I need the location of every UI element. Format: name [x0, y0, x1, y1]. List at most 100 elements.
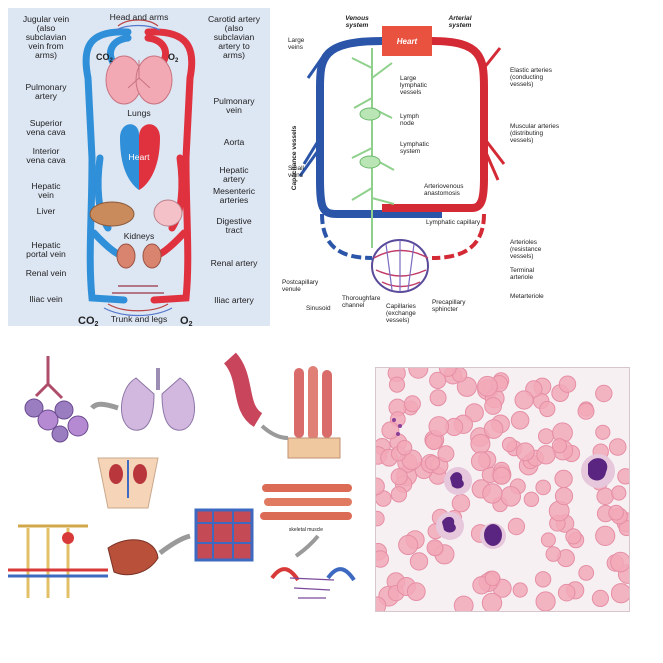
circulation-panel: Head and arms Lungs Heart Kidneys Trunk …: [8, 8, 270, 326]
red-blood-cell: [596, 487, 614, 506]
aorta-label: Aorta: [224, 137, 245, 147]
capillary-bed: [371, 239, 429, 293]
red-blood-cell: [611, 485, 627, 501]
red-blood-cell: [482, 483, 503, 504]
lymphatic-tree: [351, 48, 395, 248]
red-blood-cell: [610, 551, 629, 573]
liver-illustration: [107, 539, 159, 576]
red-blood-cell: [515, 442, 535, 462]
villi-illustration: [223, 352, 341, 459]
heart: [120, 124, 160, 190]
red-blood-cell: [429, 371, 447, 389]
iliac-artery-label: Iliac artery: [214, 295, 254, 305]
red-blood-cell: [558, 375, 577, 393]
liver-arrow: [158, 533, 191, 555]
lungs-arrow: [90, 401, 119, 411]
red-blood-cell: [577, 402, 595, 420]
liver: [89, 201, 135, 227]
villi-arrow: [260, 424, 289, 440]
digestive-organ: [153, 199, 183, 227]
red-blood-cell: [617, 468, 629, 485]
red-blood-cell: [514, 390, 534, 410]
circulation-diagram: Head and arms Lungs Heart Kidneys Trunk …: [23, 12, 261, 326]
heart-label: Heart: [128, 152, 150, 162]
red-blood-cell: [540, 532, 556, 548]
co2-bottom-label: CO2: [78, 315, 99, 326]
red-blood-cell: [554, 469, 573, 489]
sinusoid-label: Sinusoid: [306, 305, 331, 312]
red-blood-cell: [595, 525, 616, 546]
red-blood-cell: [456, 376, 478, 397]
red-blood-cell: [608, 438, 627, 456]
red-blood-cell: [535, 479, 551, 496]
red-blood-cell: [484, 397, 502, 415]
red-blood-cell: [610, 583, 629, 604]
red-blood-cell: [484, 570, 501, 587]
head-arms-label: Head and arms: [110, 12, 169, 22]
red-blood-cell: [534, 571, 552, 588]
iliac-vein-label: Iliac vein: [29, 294, 63, 304]
liver-lobule: [194, 508, 254, 562]
red-blood-cell: [595, 384, 613, 403]
right-kidney: [142, 243, 162, 269]
lymph-node: [359, 107, 381, 121]
red-blood-cell: [535, 591, 556, 611]
red-blood-cell: [591, 589, 609, 607]
red-blood-cell: [551, 438, 567, 454]
red-blood-cell: [500, 486, 521, 507]
red-blood-cell: [396, 439, 413, 456]
red-blood-cell: [512, 582, 528, 598]
red-blood-cell: [565, 528, 582, 545]
red-blood-cell: [408, 368, 429, 379]
red-blood-cell: [376, 477, 385, 496]
muscle-arrow: [294, 534, 320, 558]
red-blood-cell: [390, 468, 408, 486]
capacitance-label: Capacitance vessels: [291, 125, 298, 190]
left-kidney: [116, 243, 136, 269]
red-blood-cell: [539, 400, 556, 418]
o2-top-label: O2: [168, 52, 179, 64]
platelets: [392, 418, 402, 436]
lymph-cap-label: Lymphatic capillary: [426, 219, 481, 226]
o2-bottom-label: O2: [180, 315, 193, 326]
red-blood-cell: [538, 428, 554, 445]
artery-trunk: [382, 37, 488, 212]
red-blood-cell: [507, 517, 526, 536]
red-blood-cell: [429, 389, 447, 407]
renal-vein-label: Renal vein: [26, 268, 67, 278]
co2-top-label: CO2: [96, 52, 114, 64]
vein-trunk: [316, 37, 442, 218]
red-blood-cell: [477, 375, 498, 397]
red-blood-cell: [376, 510, 385, 527]
blood-smear-micrograph: [376, 368, 629, 611]
red-blood-cell: [501, 436, 518, 453]
heart-box: [382, 26, 432, 56]
red-blood-cell: [470, 433, 491, 454]
organs-panel: skeletal muscle: [8, 348, 370, 616]
red-blood-cells: [376, 368, 629, 611]
red-blood-cell: [390, 486, 408, 503]
red-blood-cell: [608, 504, 625, 521]
skeletal-muscle-label: skeletal muscle: [289, 527, 323, 533]
